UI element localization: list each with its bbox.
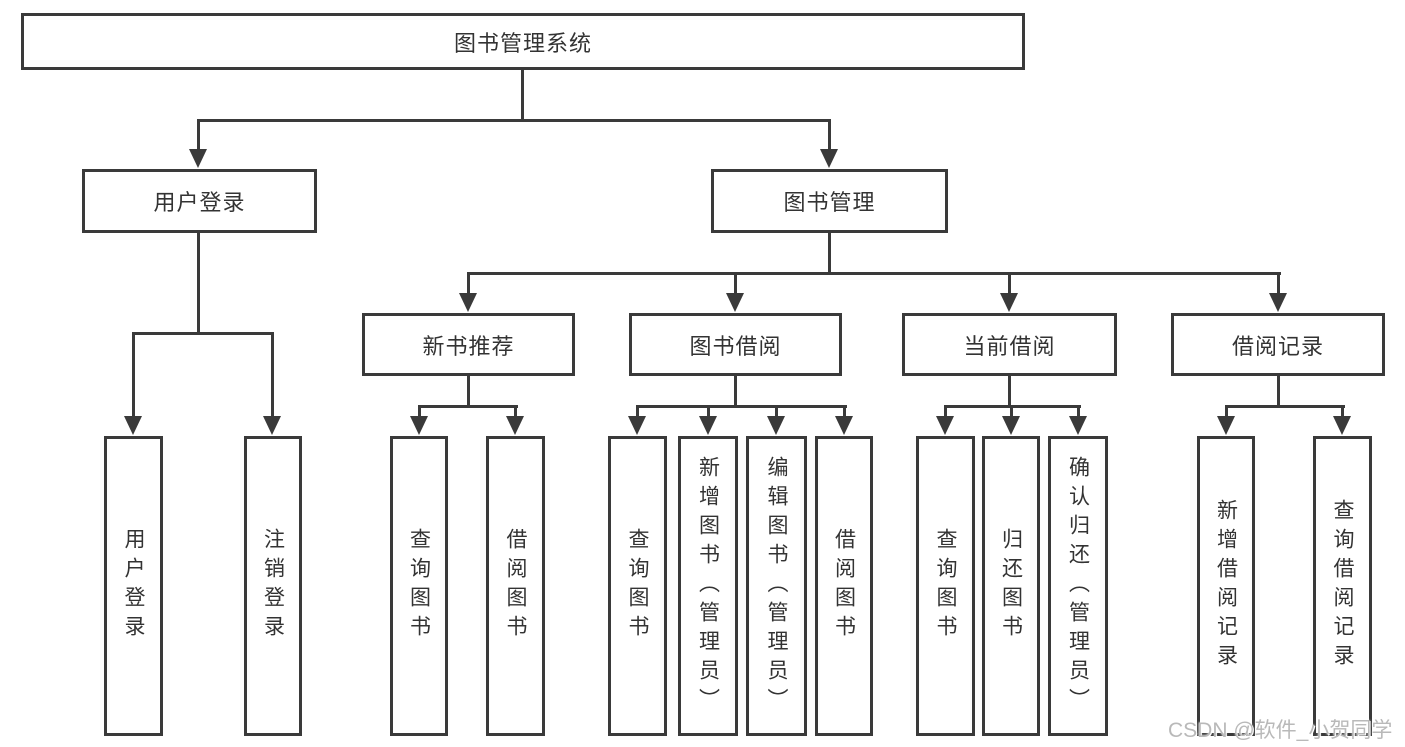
arrowhead-icon — [124, 416, 142, 435]
leaf-query-books: 查询图书 — [390, 436, 448, 736]
leaf-query-books-label: 查询图书 — [626, 528, 649, 644]
arrowhead-icon — [936, 416, 954, 435]
node-current-borrow: 当前借阅 — [902, 313, 1117, 376]
node-root-label: 图书管理系统 — [453, 30, 592, 56]
arrowhead-icon — [1217, 416, 1235, 435]
connector-user-login-split-bar — [132, 332, 274, 335]
node-new-book-rec: 新书推荐 — [362, 313, 575, 376]
connector-stem-leaf — [775, 405, 778, 418]
connector-stem-leaf — [1341, 405, 1344, 418]
leaf-query-borrow-record: 查询借阅记录 — [1313, 436, 1372, 736]
connector-stem-new-book-rec — [467, 272, 470, 295]
connector-stem-book-borrow — [734, 272, 737, 295]
connector-book-borrow-split-bar — [636, 405, 847, 408]
arrowhead-icon — [1069, 416, 1087, 435]
connector-root-split-bar — [197, 119, 831, 122]
connector-new-book-rec-split-bar — [418, 405, 518, 408]
node-new-book-rec-label: 新书推荐 — [422, 333, 515, 359]
node-borrow-records-label: 借阅记录 — [1231, 333, 1324, 359]
leaf-query-books-label: 查询图书 — [407, 528, 431, 644]
connector-stem-leaf — [944, 405, 947, 418]
leaf-add-books-admin-label: 新增图书（管理员） — [696, 455, 720, 717]
leaf-return-books: 归还图书 — [982, 436, 1040, 736]
connector-stem-leaf-logout — [271, 332, 274, 418]
connector-book-mgmt-split-bar — [467, 272, 1281, 275]
connector-book-mgmt-trunk — [828, 233, 831, 275]
arrowhead-icon — [1269, 293, 1287, 312]
leaf-edit-books-admin: 编辑图书（管理员） — [746, 436, 807, 736]
arrowhead-icon — [1333, 416, 1351, 435]
connector-stem-leaf — [514, 405, 517, 418]
connector-borrow-records-trunk — [1277, 376, 1280, 408]
leaf-user-login: 用户登录 — [104, 436, 163, 736]
node-book-mgmt: 图书管理 — [711, 169, 948, 233]
leaf-edit-books-admin-label: 编辑图书（管理员） — [765, 455, 788, 717]
leaf-logout-label: 注销登录 — [261, 528, 285, 644]
arrowhead-icon — [189, 149, 207, 168]
connector-stem-leaf — [1010, 405, 1013, 418]
arrowhead-icon — [628, 416, 646, 435]
arrowhead-icon — [726, 293, 744, 312]
leaf-borrow-books: 借阅图书 — [486, 436, 545, 736]
leaf-add-borrow-record: 新增借阅记录 — [1197, 436, 1255, 736]
arrowhead-icon — [459, 293, 477, 312]
connector-stem-leaf — [1077, 405, 1080, 418]
connector-stem-borrow-records — [1277, 272, 1280, 295]
connector-current-borrow-trunk — [1008, 376, 1011, 408]
connector-stem-leaf — [1225, 405, 1228, 418]
leaf-query-borrow-record-label: 查询借阅记录 — [1331, 499, 1354, 673]
connector-book-borrow-trunk — [734, 376, 737, 408]
node-user-login: 用户登录 — [82, 169, 317, 233]
node-root: 图书管理系统 — [21, 13, 1025, 70]
watermark: CSDN @软件_小贺同学 — [1168, 719, 1393, 742]
leaf-confirm-return-admin-label: 确认归还（管理员） — [1066, 455, 1090, 717]
node-book-borrow: 图书借阅 — [629, 313, 842, 376]
arrowhead-icon — [263, 416, 281, 435]
leaf-add-books-admin: 新增图书（管理员） — [678, 436, 738, 736]
leaf-add-borrow-record-label: 新增借阅记录 — [1214, 499, 1238, 673]
connector-stem-current-borrow — [1008, 272, 1011, 295]
node-user-login-label: 用户登录 — [153, 190, 246, 215]
leaf-borrow-books: 借阅图书 — [815, 436, 873, 736]
connector-stem-leaf-login — [132, 332, 135, 418]
connector-stem-leaf — [418, 405, 421, 418]
arrowhead-icon — [767, 416, 785, 435]
arrowhead-icon — [820, 149, 838, 168]
connector-stem-book-mgmt — [828, 119, 831, 154]
leaf-logout: 注销登录 — [244, 436, 302, 736]
arrowhead-icon — [835, 416, 853, 435]
leaf-user-login-label: 用户登录 — [122, 528, 145, 644]
connector-borrow-records-split-bar — [1225, 405, 1345, 408]
arrowhead-icon — [699, 416, 717, 435]
connector-root-trunk — [521, 70, 524, 122]
leaf-borrow-books-label: 借阅图书 — [504, 528, 527, 644]
leaf-return-books-label: 归还图书 — [999, 528, 1023, 644]
connector-stem-leaf — [707, 405, 710, 418]
connector-new-book-rec-trunk — [467, 376, 470, 408]
connector-stem-leaf — [636, 405, 639, 418]
connector-stem-user-login — [197, 119, 200, 154]
node-book-borrow-label: 图书借阅 — [689, 333, 782, 359]
connector-user-login-trunk — [197, 233, 200, 335]
leaf-query-books: 查询图书 — [608, 436, 667, 736]
connector-stem-leaf — [843, 405, 846, 418]
arrowhead-icon — [410, 416, 428, 435]
node-borrow-records: 借阅记录 — [1171, 313, 1385, 376]
leaf-borrow-books-label: 借阅图书 — [832, 528, 856, 644]
arrowhead-icon — [1000, 293, 1018, 312]
node-current-borrow-label: 当前借阅 — [963, 333, 1056, 359]
node-book-mgmt-label: 图书管理 — [783, 190, 876, 215]
leaf-query-books: 查询图书 — [916, 436, 975, 736]
leaf-confirm-return-admin: 确认归还（管理员） — [1048, 436, 1108, 736]
arrowhead-icon — [506, 416, 524, 435]
leaf-query-books-label: 查询图书 — [934, 528, 957, 644]
arrowhead-icon — [1002, 416, 1020, 435]
